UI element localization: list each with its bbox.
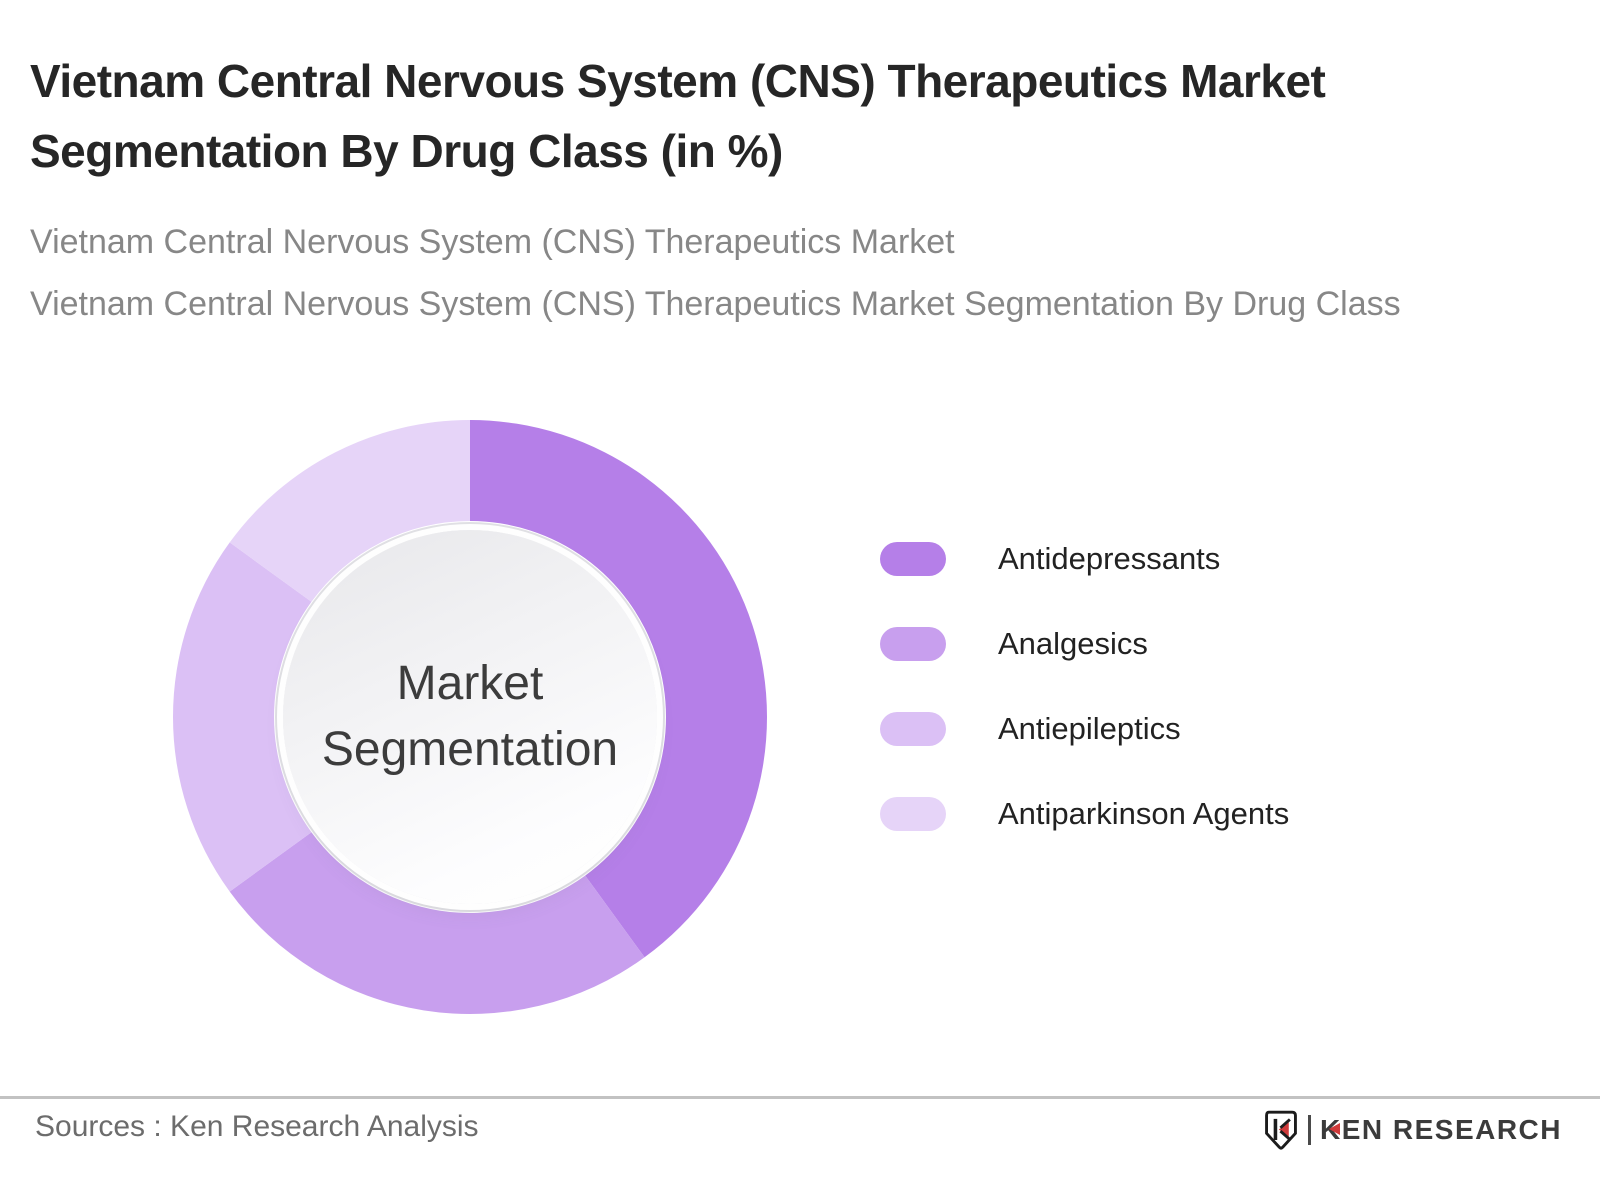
legend-label: Antiepileptics	[998, 711, 1181, 746]
legend-label: Antiparkinson Agents	[998, 796, 1290, 831]
ken-research-shield-icon	[1265, 1110, 1297, 1150]
brand-wordmark-text: KEN RESEARCH	[1319, 1114, 1562, 1145]
legend-swatch-antiparkinson-agents	[880, 797, 946, 831]
legend-swatch-antiepileptics	[880, 712, 946, 746]
legend-item: Antiepileptics	[880, 711, 1289, 746]
donut-segment-antiparkinson-agents	[229, 420, 470, 602]
legend-label: Antidepressants	[998, 541, 1221, 576]
legend-swatch-analgesics	[880, 627, 946, 661]
page-title: Vietnam Central Nervous System (CNS) The…	[30, 55, 1326, 177]
brand-k-red-arrow-icon	[1328, 1123, 1340, 1135]
chart-legend: Antidepressants Analgesics Antiepileptic…	[880, 541, 1290, 882]
header: Vietnam Central Nervous System (CNS) The…	[30, 46, 1575, 324]
donut-segment-analgesics	[229, 832, 645, 1015]
legend-swatch-antidepressants	[880, 542, 946, 576]
legend-item: Antiparkinson Agents	[880, 796, 1290, 831]
donut-segment-antidepressants	[470, 420, 768, 958]
logo-divider	[1307, 1115, 1311, 1145]
sources-text: Sources : Ken Research Analysis	[35, 1110, 479, 1143]
donut-chart	[172, 420, 768, 1015]
donut-segment-antiepileptics	[172, 542, 312, 892]
donut-center-label: Market Segmentation	[321, 657, 619, 776]
legend-label: Analgesics	[998, 626, 1148, 661]
donut-chart-area: Market Segmentation	[170, 417, 770, 1017]
footer-divider	[0, 1096, 1600, 1099]
legend-item: Analgesics	[880, 626, 1289, 661]
legend-item: Antidepressants	[880, 541, 1289, 576]
ken-research-logo: KEN RESEARCH	[1262, 1110, 1562, 1150]
brand-wordmark: KEN RESEARCH	[1320, 1114, 1562, 1146]
subtitle-line-1: Vietnam Central Nervous System (CNS) The…	[30, 223, 955, 261]
donut-center-circle: Market Segmentation	[283, 530, 657, 904]
subtitle-line-2: Vietnam Central Nervous System (CNS) The…	[30, 285, 1401, 323]
